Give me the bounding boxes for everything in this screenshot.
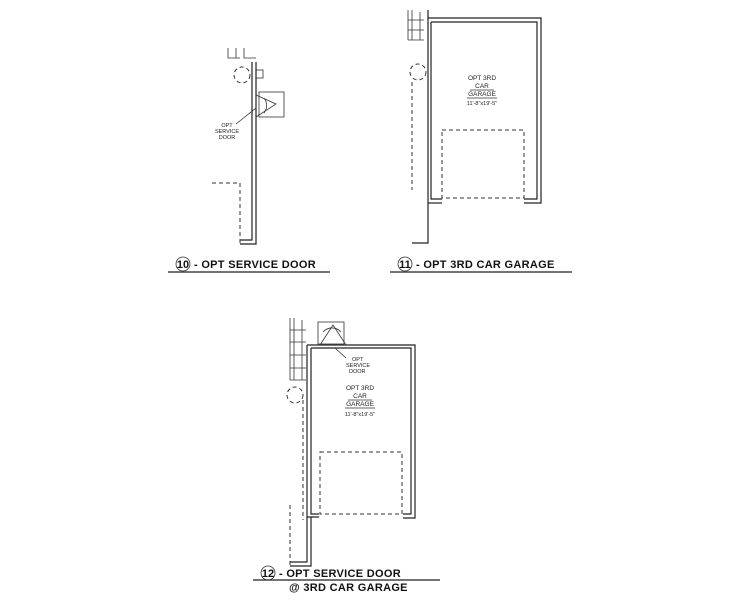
plan-12-door-label-2: SERVICE (346, 363, 370, 369)
plan-12-garage-wall-left (306, 345, 319, 518)
plan-12-caption-line-1: - OPT SERVICE DOOR (279, 568, 401, 580)
plan-11-room-line-1: OPT 3RD (468, 75, 496, 82)
plan-10-cabinets (227, 48, 256, 59)
plan-12-garage-wall-right (307, 344, 416, 519)
plan-12-room-line-2: CAR (353, 393, 367, 400)
plan-10-caption-text: - OPT SERVICE DOOR (194, 259, 316, 271)
plan-12-room-line-3: GARAGE (346, 401, 374, 408)
plan-11-caption: 11 - OPT 3RD CAR GARAGE (390, 256, 572, 273)
plan-11-cabinets (407, 10, 424, 41)
plan-12-door-swing (319, 324, 347, 346)
plan-10-opt-service-door: OPT SERVICE DOOR 10 - OPT SERVICE DOOR (168, 48, 330, 273)
plan-12-door-label-3: DOOR (349, 369, 366, 375)
plan-10-wall-inner (240, 62, 257, 245)
plan-12-number: 12 (262, 568, 274, 580)
plan-12-caption: 12 - OPT SERVICE DOOR @ 3RD CAR GARAGE (253, 565, 440, 594)
plan-11-room-line-3: GARAGE (468, 91, 496, 98)
plan-11-room-dims: 11'-8"x19'-5" (467, 101, 497, 107)
plan-10-door-leader (235, 107, 257, 125)
plan-12-door-leader (334, 347, 347, 359)
plan-12-cabinets (289, 318, 306, 381)
plan-10-door-label-3: DOOR (219, 135, 236, 141)
plan-12-lower-wall (290, 517, 308, 563)
plan-12-door-landing (317, 321, 345, 345)
plan-12-room-line-1: OPT 3RD (346, 385, 374, 392)
plan-12-garage-door (319, 451, 403, 515)
plan-12-door-label-1: OPT (352, 357, 364, 363)
plan-12-caption-line-2: @ 3RD CAR GARAGE (289, 582, 408, 594)
plan-10-door-label-2: SERVICE (215, 129, 239, 135)
plan-10-door-swing (255, 94, 277, 118)
plan-11-garage-wall-left (412, 10, 429, 244)
plan-11-caption-text: - OPT 3RD CAR GARAGE (416, 259, 555, 271)
plan-10-dashed-outline (212, 182, 241, 244)
plan-10-fixture (255, 69, 264, 79)
plan-11-garage-wall-right (431, 21, 538, 200)
plan-10-caption: 10 - OPT SERVICE DOOR (168, 256, 330, 273)
plan-11-garage-door (441, 129, 525, 199)
plan-10-door-landing (258, 91, 285, 118)
plan-10-water-heater (233, 66, 251, 84)
plan-10-door-label-1: OPT (221, 123, 233, 129)
plan-11-water-heater (409, 63, 427, 81)
plan-10-number: 10 (177, 259, 189, 271)
plan-11-number: 11 (399, 259, 411, 271)
plan-12-opt-service-door-garage: OPT SERVICE DOOR OPT 3RD CAR GARAGE 11'-… (253, 318, 440, 594)
plan-11-room-line-2: CAR (475, 83, 489, 90)
plan-12-water-heater (286, 386, 304, 404)
plan-11-opt-3rd-car-garage: OPT 3RD CAR GARAGE 11'-8"x19'-5" 11 - OP… (390, 10, 572, 273)
plan-10-wall (240, 62, 253, 241)
plan-12-room-dims: 11'-8"x19'-5" (345, 412, 375, 418)
